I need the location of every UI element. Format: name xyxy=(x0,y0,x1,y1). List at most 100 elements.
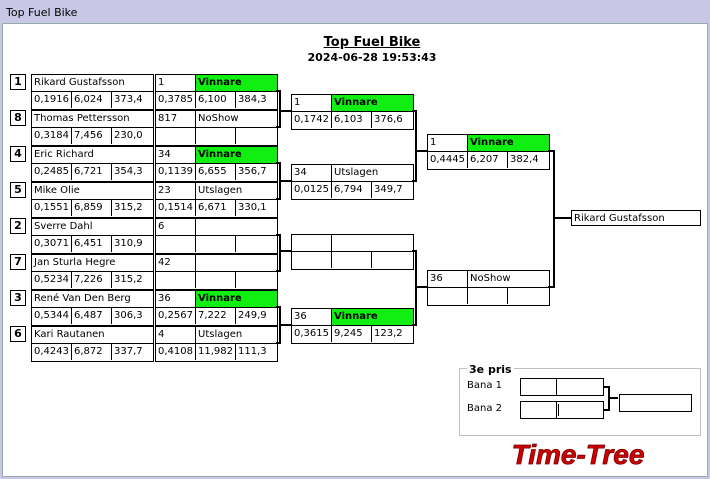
bracket-line xyxy=(276,342,280,344)
result-header-row xyxy=(292,235,413,252)
result-status: Utslagen xyxy=(198,329,243,340)
car-number: 1 xyxy=(156,75,196,91)
lane2-field[interactable] xyxy=(520,401,604,419)
speed xyxy=(236,272,277,288)
bracket-line xyxy=(279,180,291,182)
elapsed-time: 6,721 xyxy=(72,164,112,180)
elapsed-time xyxy=(196,128,236,144)
result-box[interactable]: 42 xyxy=(155,254,278,290)
bracket-line xyxy=(603,409,609,411)
car-number: 42 xyxy=(156,255,196,271)
bracket-line xyxy=(279,90,281,128)
champion-field[interactable]: Rikard Gustafsson xyxy=(571,210,701,226)
result-box[interactable]: 6 xyxy=(155,218,278,254)
lane2-divider xyxy=(556,402,557,418)
time-tree-logo: Time-Tree xyxy=(511,440,645,470)
entrant-name-row: Thomas Pettersson xyxy=(32,111,153,128)
reaction-time: 0,2567 xyxy=(156,308,196,324)
reaction-time: 0,5344 xyxy=(32,308,72,324)
seed-number: 3 xyxy=(10,290,26,306)
reaction-time xyxy=(428,288,468,304)
result-status: Utslagen xyxy=(198,185,243,196)
entrant-name-row: René Van Den Berg xyxy=(32,291,153,308)
result-box[interactable] xyxy=(291,234,414,270)
entrant-name-row: Kari Rautanen xyxy=(32,327,153,344)
entrant-name-row: Rikard Gustafsson xyxy=(32,75,153,92)
bracket-line xyxy=(415,250,417,326)
reaction-time: 0,3184 xyxy=(32,128,72,144)
reaction-time: 0,4243 xyxy=(32,344,72,360)
result-status: Vinnare xyxy=(332,309,413,325)
reaction-time: 0,2485 xyxy=(32,164,72,180)
elapsed-time: 6,024 xyxy=(72,92,112,108)
elapsed-time: 6,671 xyxy=(196,200,236,216)
speed: 337,7 xyxy=(114,346,143,357)
reaction-time: 0,1916 xyxy=(32,92,72,108)
elapsed-time xyxy=(468,288,508,304)
result-header-row: 6 xyxy=(156,219,277,236)
car-number: 36 xyxy=(292,309,332,325)
seed-number: 5 xyxy=(10,182,26,198)
result-stats-row xyxy=(156,236,277,252)
result-stats-row xyxy=(156,272,277,288)
bracket-line xyxy=(412,324,416,326)
bracket-line xyxy=(276,270,280,272)
speed: 373,4 xyxy=(114,94,143,105)
bracket-line xyxy=(415,150,427,152)
lane1-field[interactable] xyxy=(520,378,604,396)
elapsed-time: 6,100 xyxy=(196,92,236,108)
elapsed-time: 6,655 xyxy=(196,164,236,180)
speed xyxy=(372,252,413,268)
bracket-line xyxy=(608,397,618,399)
elapsed-time: 6,451 xyxy=(72,236,112,252)
seed-number: 7 xyxy=(10,254,26,270)
third-place-result[interactable] xyxy=(619,394,692,412)
elapsed-time: 6,207 xyxy=(468,152,508,168)
bracket-line xyxy=(276,162,280,164)
seed-number: 2 xyxy=(10,218,26,234)
result-status xyxy=(196,255,277,271)
bracket-line xyxy=(276,306,280,308)
entrant-name-row: Mike Olie xyxy=(32,183,153,200)
elapsed-time: 6,487 xyxy=(72,308,112,324)
result-status: Vinnare xyxy=(196,75,277,91)
entrant-name: Thomas Pettersson xyxy=(34,113,130,124)
car-number: 4 xyxy=(156,327,196,343)
reaction-time xyxy=(292,252,332,268)
elapsed-time: 6,859 xyxy=(72,200,112,216)
speed xyxy=(236,236,277,252)
result-stats-row xyxy=(292,252,413,268)
bracket-line xyxy=(276,198,280,200)
speed: 249,9 xyxy=(238,310,267,321)
car-number: 817 xyxy=(156,111,196,127)
car-number: 1 xyxy=(292,95,332,111)
bracket-line xyxy=(276,126,280,128)
speed: 310,9 xyxy=(114,238,143,249)
